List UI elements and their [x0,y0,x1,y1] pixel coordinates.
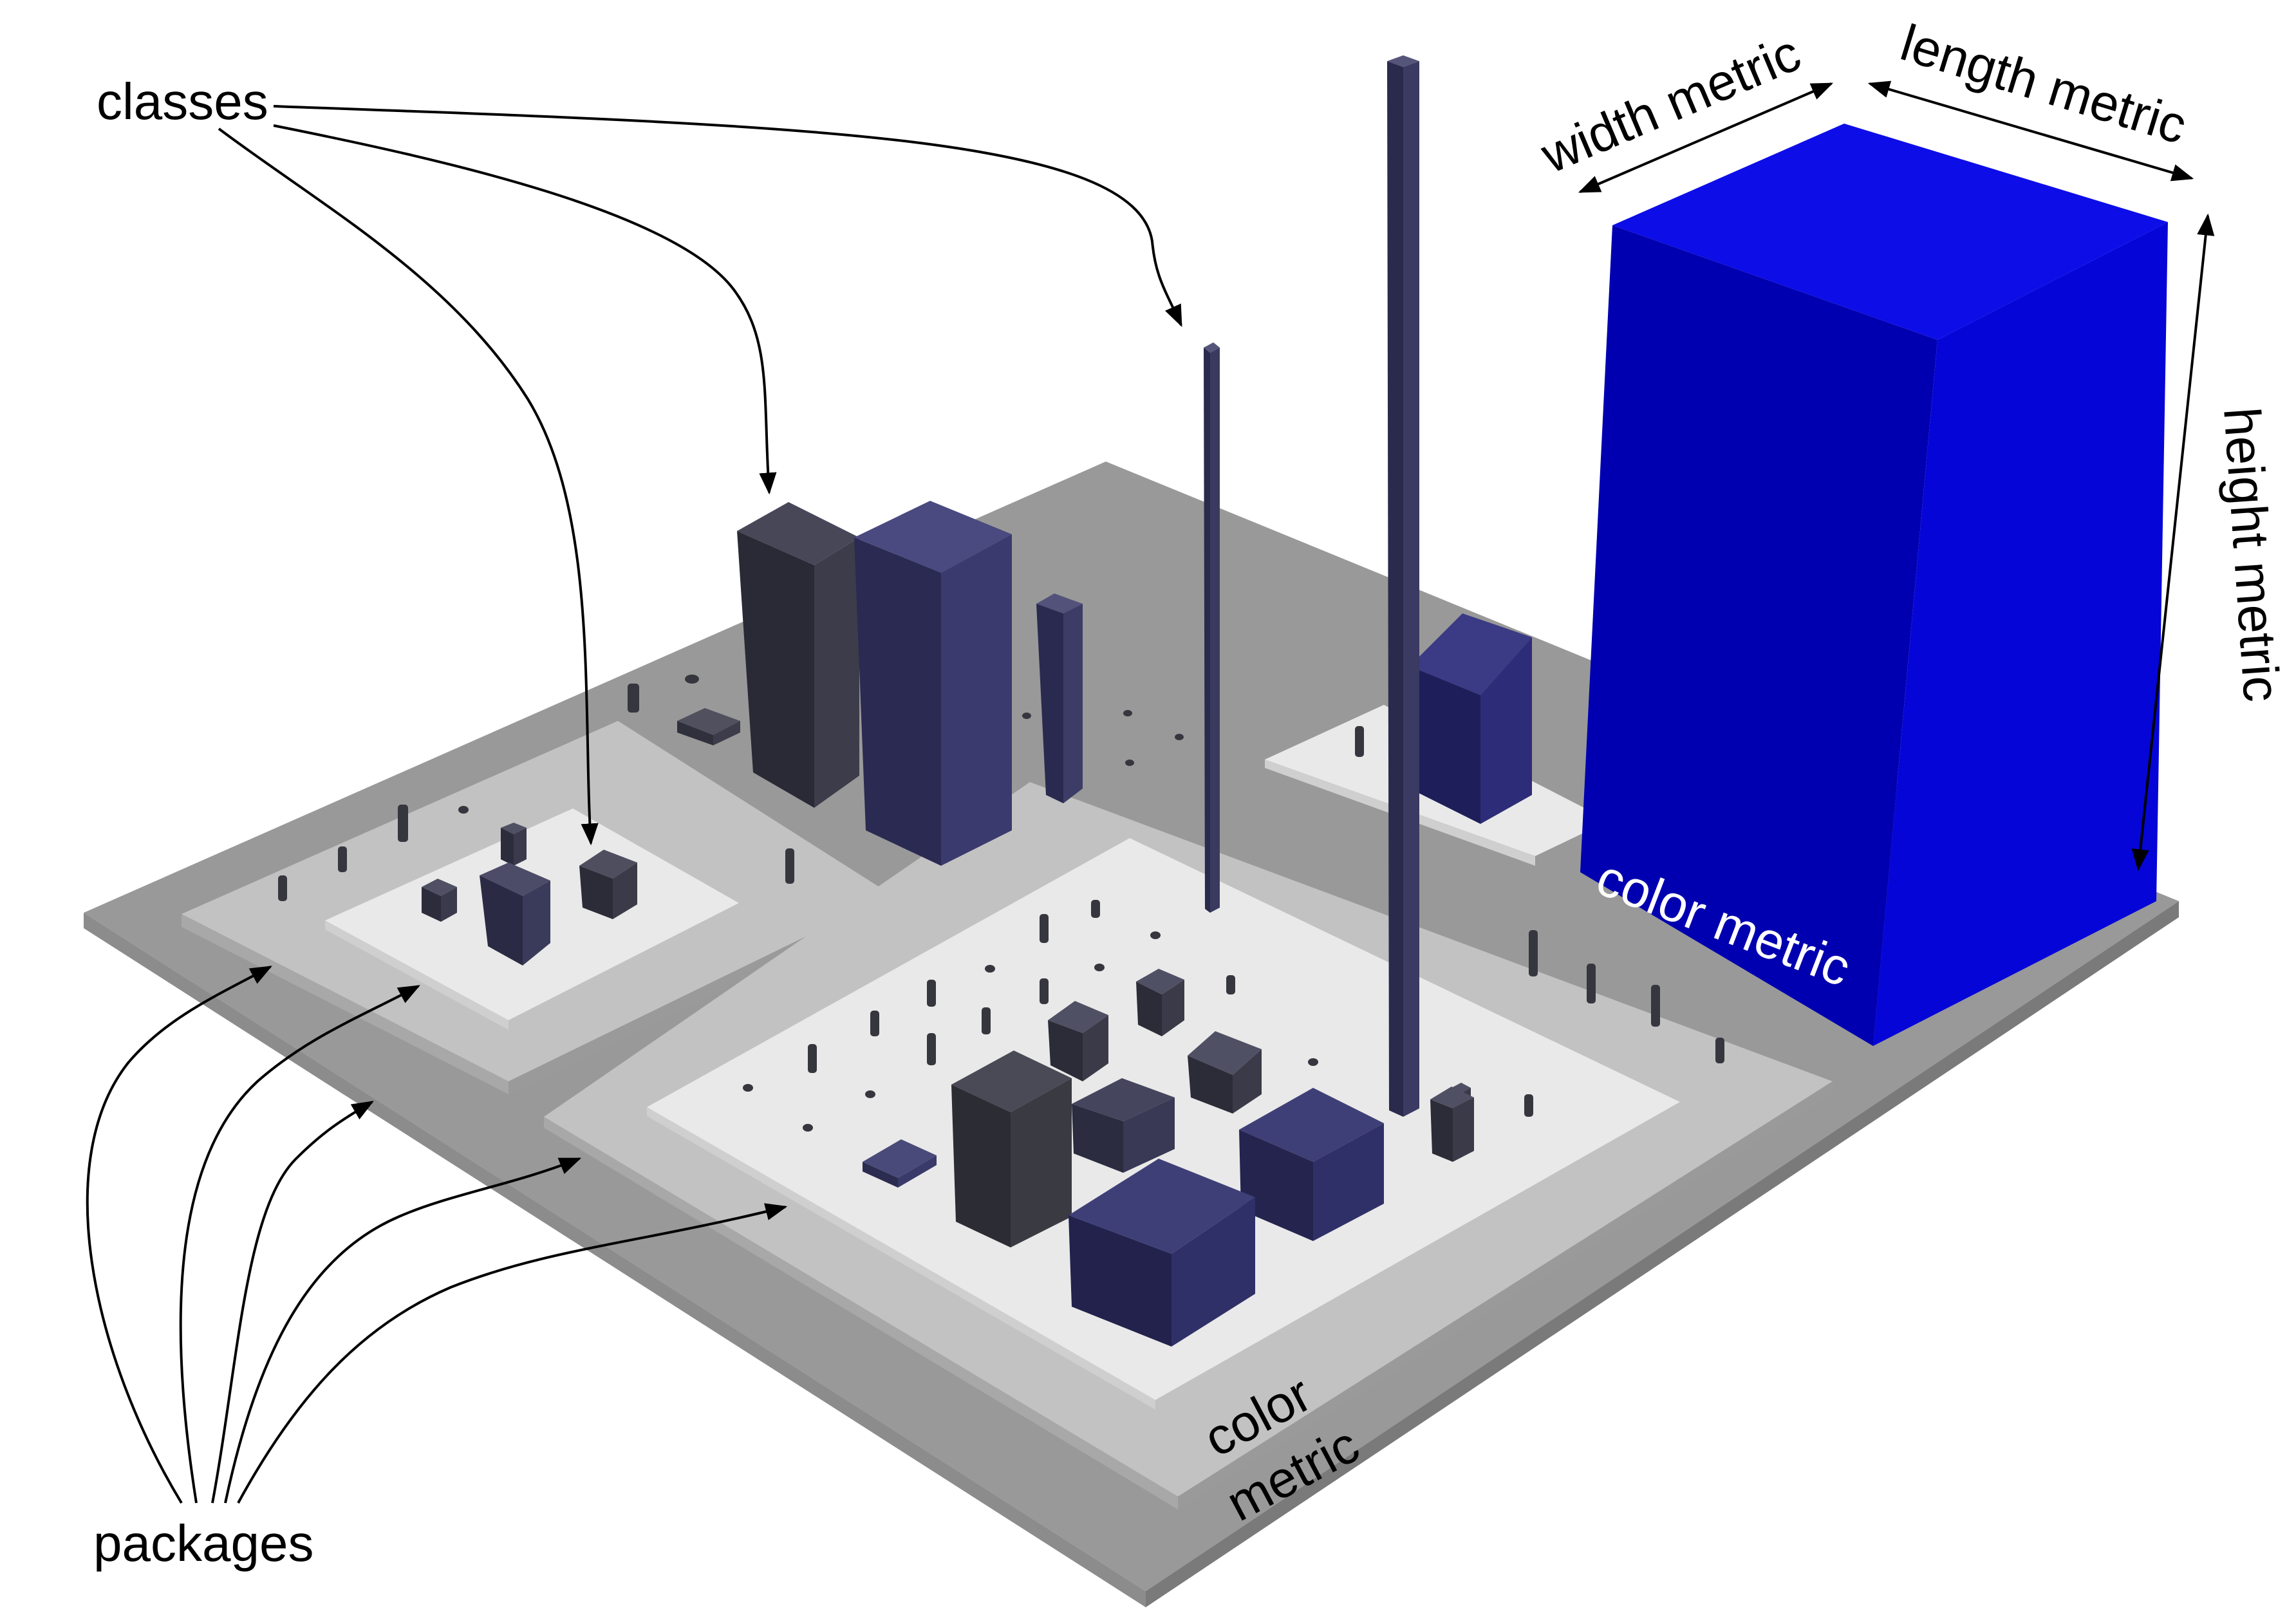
class-building [1188,1031,1262,1114]
class-building [1387,55,1419,1117]
class-building [677,708,740,745]
class-building [422,879,457,922]
class-building [480,823,550,966]
buildings [278,55,1724,1347]
length-double-arrow-icon [1867,80,2194,182]
packages-label: packages [93,1515,313,1572]
class-building [863,1139,937,1188]
dimension-arrows [1578,80,2215,872]
height-double-arrow-icon [2131,213,2215,872]
width-double-arrow-icon [1578,82,1834,193]
class-building [1069,1159,1255,1347]
class-building [1036,593,1083,803]
highlight-building: color metric [1580,124,2168,1046]
arrow-icon [273,105,1182,328]
class-building [1410,613,1532,824]
class-building [1239,1088,1384,1241]
arrow-icon [211,1101,374,1504]
classes-label: classes [97,73,268,130]
class-building [737,502,859,808]
arrow-icon [273,124,777,495]
class-building [1430,1083,1474,1162]
height-metric-label: height metric [2213,406,2291,704]
class-building [854,501,1012,866]
arrow-icon [218,127,599,846]
class-building [579,850,637,919]
class-building [1204,342,1220,913]
classes-arrows [218,105,1182,846]
arrow-icon [237,1203,788,1504]
class-building [1136,969,1184,1036]
class-building [1048,1001,1108,1081]
arrow-icon [224,1157,582,1504]
class-building [1072,1078,1175,1173]
packages-arrows [86,966,788,1504]
class-building [951,1050,1072,1247]
arrow-icon [86,966,272,1504]
arrow-icon [179,985,421,1504]
